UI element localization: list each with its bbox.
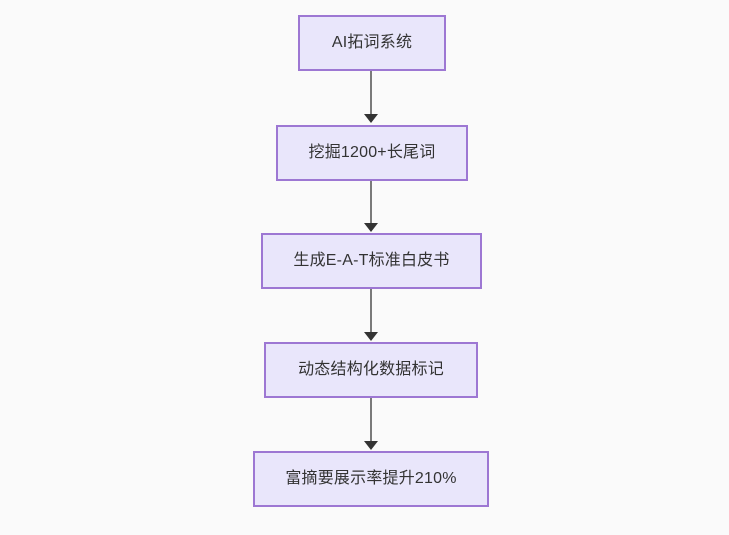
flowchart-edge-2-line <box>370 181 372 224</box>
flowchart-edge-3-arrow-icon <box>364 332 378 341</box>
flowchart-node-dynamic-structured-data-markup[interactable]: 动态结构化数据标记 <box>264 342 478 398</box>
flowchart-edge-4-line <box>370 398 372 442</box>
flowchart-node-ai-keyword-system[interactable]: AI拓词系统 <box>298 15 446 71</box>
flowchart-edge-1-arrow-icon <box>364 114 378 123</box>
flowchart-node-label: 生成E-A-T标准白皮书 <box>293 252 450 270</box>
flowchart-edge-4-arrow-icon <box>364 441 378 450</box>
flowchart-node-label: 挖掘1200+长尾词 <box>308 144 436 162</box>
flowchart-node-label: 动态结构化数据标记 <box>298 361 444 379</box>
flowchart-edge-1-line <box>370 71 372 115</box>
flowchart-node-mine-longtail-keywords[interactable]: 挖掘1200+长尾词 <box>276 125 468 181</box>
flowchart-node-label: AI拓词系统 <box>331 34 413 52</box>
flowchart-node-rich-snippet-impression-uplift[interactable]: 富摘要展示率提升210% <box>253 451 489 507</box>
flowchart-edge-3-line <box>370 289 372 333</box>
flowchart-node-label: 富摘要展示率提升210% <box>285 470 457 488</box>
flowchart-edge-2-arrow-icon <box>364 223 378 232</box>
flowchart-node-generate-eat-whitepaper[interactable]: 生成E-A-T标准白皮书 <box>261 233 482 289</box>
